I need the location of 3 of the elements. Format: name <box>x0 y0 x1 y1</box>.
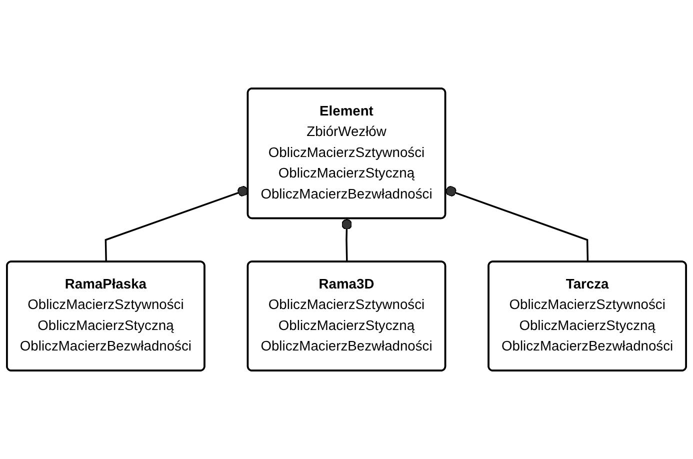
connector <box>342 218 352 262</box>
connector <box>104 186 248 262</box>
connector <box>445 186 589 262</box>
